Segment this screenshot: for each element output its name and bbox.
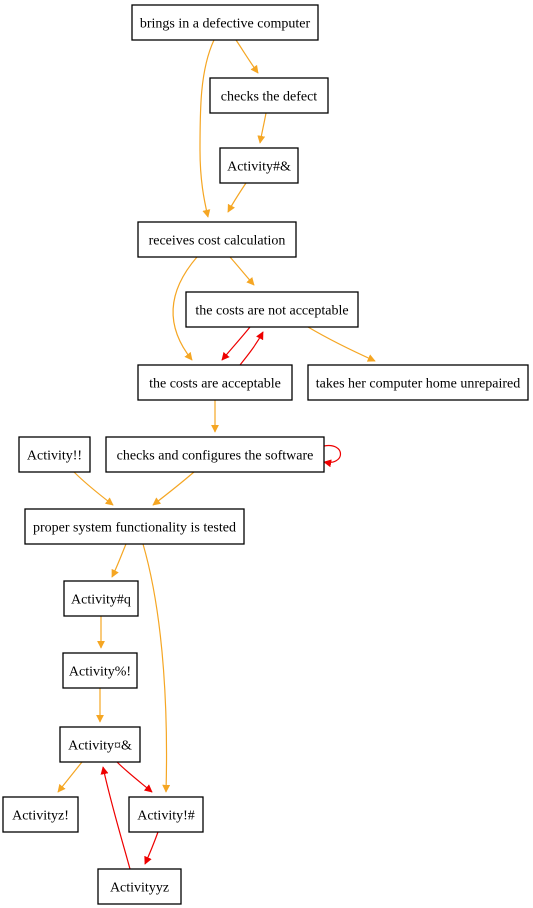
- node-n14: Activityz!: [2, 796, 79, 833]
- node-box: [63, 580, 139, 617]
- node-n15: Activity!#: [128, 796, 204, 833]
- node-label: receives cost calculation: [149, 234, 286, 249]
- node-label: takes her computer home unrepaired: [316, 377, 520, 392]
- edge-n10-to-n11: [111, 543, 127, 578]
- node-label: Activityyz: [110, 881, 169, 896]
- node-label: the costs are acceptable: [149, 377, 281, 392]
- node-n6: the costs are acceptable: [137, 364, 293, 401]
- node-label: Activity¤&: [68, 739, 132, 754]
- edge-n13-to-n15: [116, 761, 153, 793]
- edge-n9-to-n9: [323, 445, 341, 468]
- node-n3: Activity#&: [219, 147, 299, 184]
- node-box: [185, 291, 359, 328]
- node-label: Activityz!: [12, 809, 69, 824]
- node-box: [137, 364, 293, 401]
- edge-n1-to-n4: [199, 39, 215, 218]
- edge-n5-to-n7: [307, 326, 376, 362]
- node-n4: receives cost calculation: [137, 221, 297, 258]
- edge-n10-to-n15: [142, 543, 171, 793]
- node-box: [131, 4, 319, 41]
- node-label: proper system functionality is tested: [33, 521, 236, 536]
- node-label: Activity#q: [71, 593, 131, 608]
- edges-layer: [57, 39, 376, 870]
- node-label: brings in a defective computer: [140, 17, 311, 32]
- node-box: [137, 221, 297, 258]
- edge-n15-to-n16: [144, 831, 159, 865]
- node-label: Activity#&: [227, 160, 291, 175]
- node-box: [2, 796, 79, 833]
- edge-n3-to-n4: [227, 182, 247, 213]
- node-n13: Activity¤&: [59, 726, 141, 763]
- node-n10: proper system functionality is tested: [24, 508, 245, 545]
- node-n5: the costs are not acceptable: [185, 291, 359, 328]
- edge-n6-to-n5: [239, 331, 264, 366]
- node-label: Activity!#: [137, 809, 195, 824]
- node-label: Activity!!: [27, 449, 82, 464]
- edge-n13-to-n14: [57, 761, 83, 793]
- edge-n4-to-n5: [229, 256, 255, 286]
- node-box: [105, 436, 325, 473]
- node-n1: brings in a defective computer: [131, 4, 319, 41]
- node-box: [59, 726, 141, 763]
- node-box: [24, 508, 245, 545]
- node-box: [209, 77, 329, 114]
- edge-n5-to-n6: [221, 326, 251, 361]
- node-label: checks the defect: [221, 90, 317, 105]
- node-n7: takes her computer home unrepaired: [307, 364, 529, 401]
- node-label: the costs are not acceptable: [195, 304, 348, 319]
- edge-n8-to-n10: [73, 471, 114, 506]
- edge-n9-to-n10: [152, 471, 195, 506]
- node-n2: checks the defect: [209, 77, 329, 114]
- node-box: [307, 364, 529, 401]
- node-n8: Activity!!: [18, 436, 91, 473]
- edge-n1-to-n2: [235, 39, 259, 74]
- node-label: Activity%!: [69, 665, 131, 680]
- node-box: [97, 868, 182, 905]
- nodes-layer: brings in a defective computer checks the…: [2, 4, 529, 905]
- edge-n4-to-n6: [172, 256, 198, 361]
- node-n16: Activityyz: [97, 868, 182, 905]
- node-box: [62, 652, 138, 689]
- node-n12: Activity%!: [62, 652, 138, 689]
- edge-n2-to-n3: [257, 112, 267, 144]
- edge-n16-to-n13: [100, 766, 131, 870]
- node-box: [128, 796, 204, 833]
- node-box: [219, 147, 299, 184]
- node-label: checks and configures the software: [117, 449, 314, 464]
- node-n11: Activity#q: [63, 580, 139, 617]
- node-box: [18, 436, 91, 473]
- node-n9: checks and configures the software: [105, 436, 325, 473]
